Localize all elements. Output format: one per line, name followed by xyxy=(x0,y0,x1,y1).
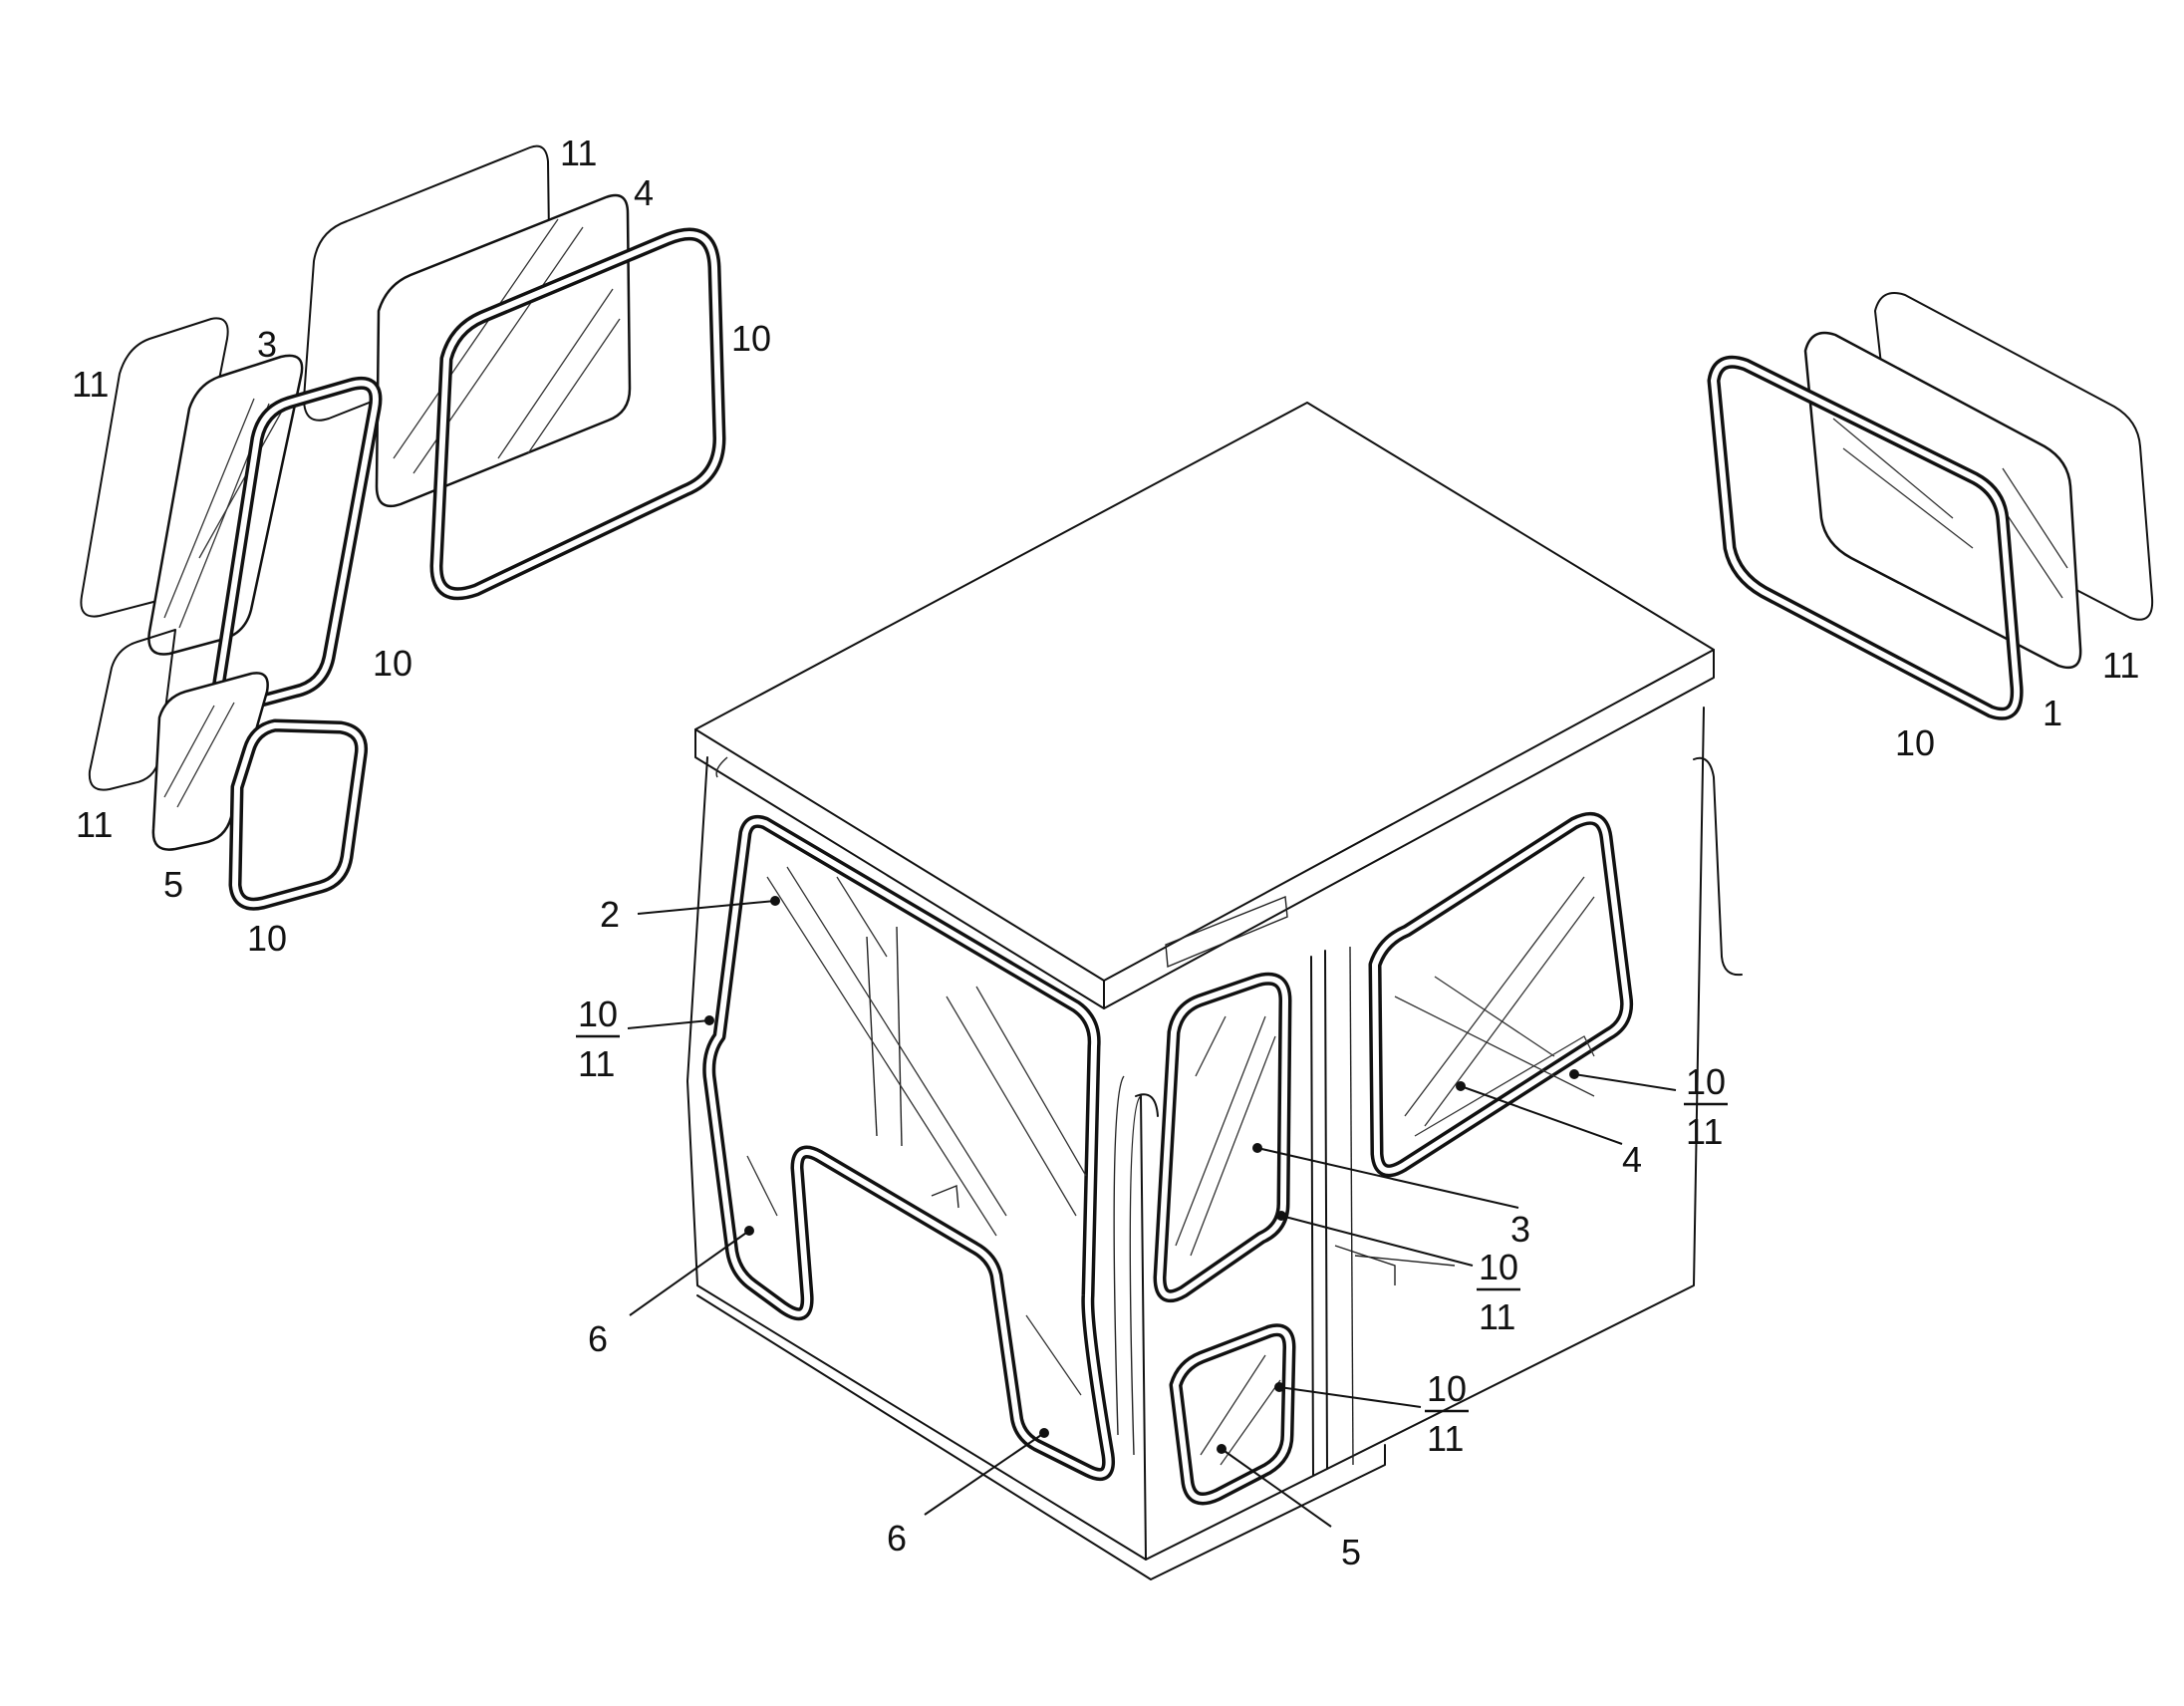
label-glass-small: 5 xyxy=(163,864,183,905)
callout-dot xyxy=(1252,1143,1262,1153)
callout-labels: 11 4 10 11 3 10 11 5 10 10 1 11 2 10 11 … xyxy=(72,133,2139,1572)
label-seal-small: 11 xyxy=(76,804,113,845)
callout-dot xyxy=(1456,1081,1466,1091)
seal-small-outline xyxy=(88,629,176,791)
label-lower-mid: 6 xyxy=(887,1518,907,1559)
cab-side-face xyxy=(1145,707,1705,1561)
label-rear-glass: 1 xyxy=(2043,693,2062,733)
label-gasket-small: 10 xyxy=(247,918,287,959)
callout-dot xyxy=(1217,1444,1227,1454)
label-small-glass: 5 xyxy=(1341,1532,1361,1572)
cab-grab-handle xyxy=(1693,756,1743,977)
cab-front-window-gasket xyxy=(702,814,1116,1481)
cab-door-post xyxy=(1310,956,1314,1476)
cab-small-window-5 xyxy=(1169,1323,1296,1506)
label-gasket-mid: 10 xyxy=(373,643,412,684)
callout-dot xyxy=(1276,1211,1286,1221)
label-rear-frac-num: 10 xyxy=(1686,1061,1726,1102)
label-front-frac-den: 11 xyxy=(578,1043,615,1084)
callout-dot xyxy=(1274,1382,1284,1392)
gasket-small-frame xyxy=(228,718,369,911)
label-side-frac-num: 10 xyxy=(1479,1247,1518,1287)
glass-rear-outline xyxy=(1803,331,2082,670)
cab-roof-front-edge xyxy=(694,728,1105,1009)
cab-small-window-5-gasket xyxy=(1169,1323,1296,1506)
label-side-frac-den: 11 xyxy=(1479,1296,1515,1337)
leader-lines xyxy=(627,896,1677,1528)
label-front-frac-num: 10 xyxy=(578,994,618,1034)
label-seal-large: 11 xyxy=(560,133,597,173)
label-rear-gasket: 10 xyxy=(1895,722,1935,763)
cab-body xyxy=(686,402,1743,1580)
callout-dot xyxy=(1569,1069,1579,1079)
label-glass-large: 4 xyxy=(634,172,654,213)
label-small-frac-den: 11 xyxy=(1427,1418,1464,1459)
cab-bottom-rail xyxy=(696,1294,1386,1580)
callout-dot xyxy=(744,1226,754,1236)
glass-large-outline xyxy=(375,193,632,508)
cab-side-window-4 xyxy=(1368,811,1634,1178)
label-front-glass: 2 xyxy=(600,894,620,935)
label-seal-mid: 11 xyxy=(72,364,109,405)
cab-roof-side-edge xyxy=(1103,649,1715,1009)
exploded-large-window-set xyxy=(303,144,726,601)
cab-front-face xyxy=(686,756,1147,1561)
cab-front-window xyxy=(702,814,1116,1481)
label-small-fraction: 10 11 xyxy=(1425,1368,1469,1459)
callout-dot xyxy=(770,896,780,906)
exploded-rear-window-set xyxy=(1707,292,2154,720)
label-side-glass: 3 xyxy=(1510,1209,1530,1250)
label-rear-seal: 11 xyxy=(2102,645,2139,686)
callout-dot xyxy=(1039,1428,1049,1438)
cab-front-window-reflections xyxy=(746,866,1087,1396)
glass-small-reflections xyxy=(163,702,235,808)
cab-side-window-3 xyxy=(1153,972,1292,1303)
label-rear-side-glass: 4 xyxy=(1622,1139,1642,1180)
label-rear-frac-den: 11 xyxy=(1686,1111,1723,1152)
exploded-small-window-set xyxy=(88,629,369,911)
label-side-fraction: 10 11 xyxy=(1477,1247,1520,1337)
cab-nameplate xyxy=(1165,896,1288,969)
callout-dot xyxy=(704,1015,714,1025)
label-small-frac-num: 10 xyxy=(1427,1368,1467,1409)
cab-side-window-3-gasket xyxy=(1153,972,1292,1303)
label-rear-side-fraction: 10 11 xyxy=(1684,1061,1728,1152)
label-front-fraction: 10 11 xyxy=(576,994,620,1084)
label-gasket-large: 10 xyxy=(731,318,771,359)
label-lower-left: 6 xyxy=(588,1318,608,1359)
label-glass-mid: 3 xyxy=(257,324,277,365)
